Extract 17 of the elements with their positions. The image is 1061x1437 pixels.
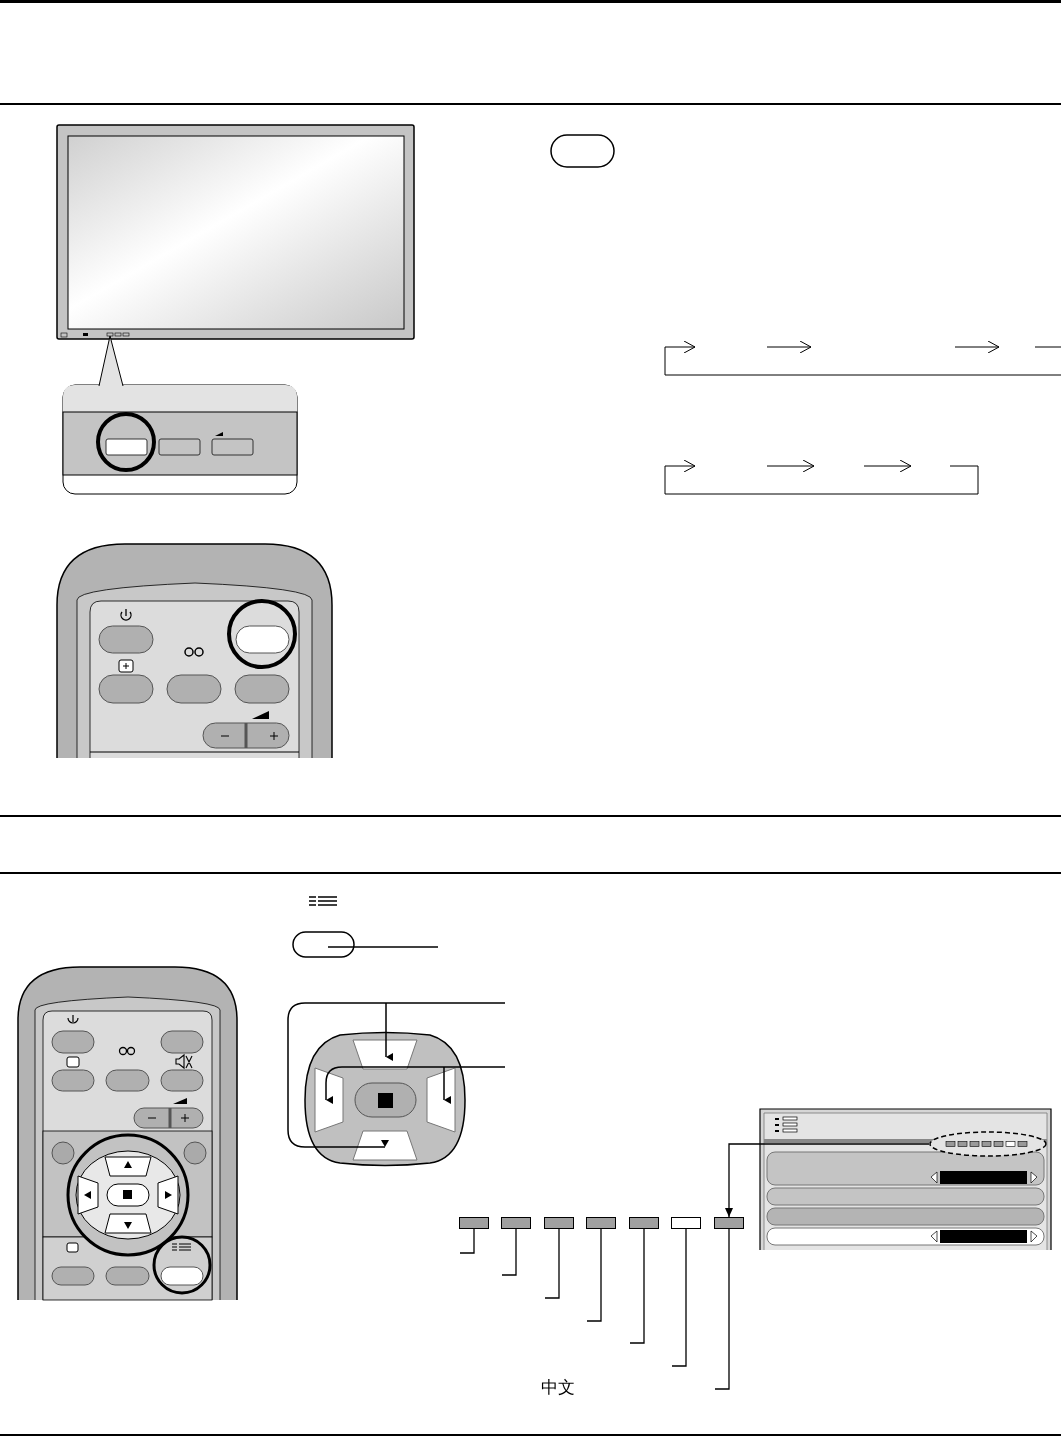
indicator-box: [671, 1217, 701, 1229]
leader-line: [671, 1228, 687, 1367]
language-label: 中文: [541, 1379, 575, 1396]
leader-line: [544, 1228, 560, 1299]
indicator-box: [459, 1217, 489, 1229]
arrow: [725, 1143, 930, 1218]
indicator-box: [714, 1217, 744, 1229]
leader-line: [459, 1228, 475, 1254]
indicator-box: [501, 1217, 531, 1229]
leader-line: [629, 1228, 645, 1344]
leader-line: [501, 1228, 517, 1276]
indicator-box: [629, 1217, 659, 1229]
indicator-box: [586, 1217, 616, 1229]
indicator-box: [544, 1217, 574, 1229]
dashed-ellipse: [929, 1131, 1047, 1157]
leader-line: [714, 1228, 730, 1390]
leader-line: [586, 1228, 602, 1322]
